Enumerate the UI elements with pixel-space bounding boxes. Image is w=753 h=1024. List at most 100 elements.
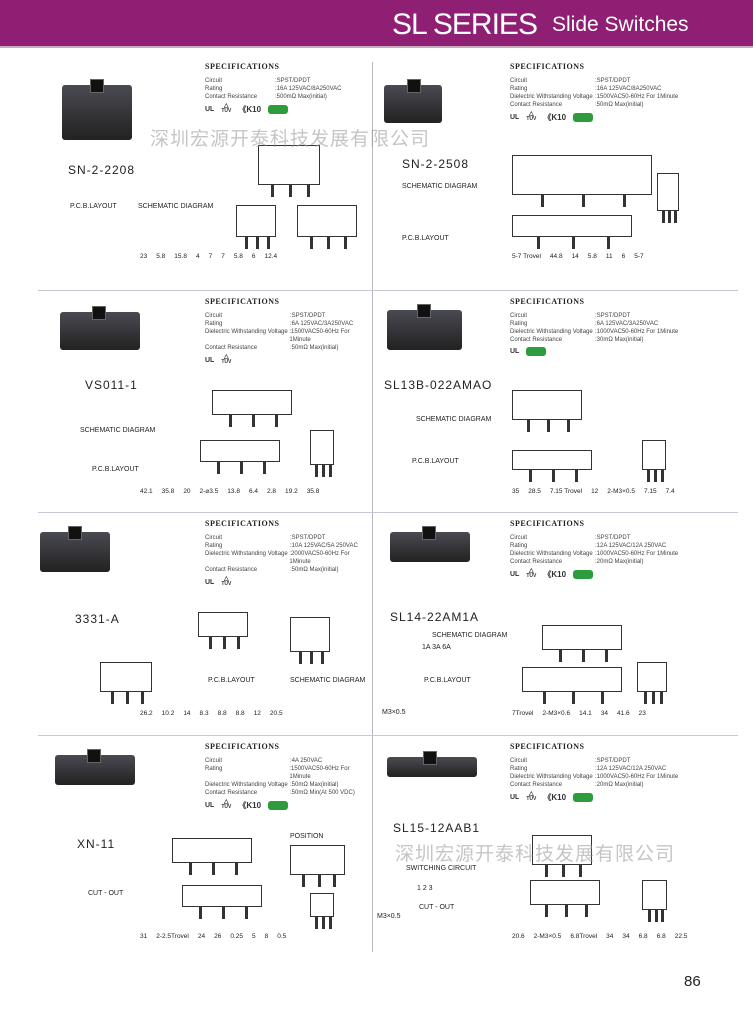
terminal-pin — [222, 907, 225, 919]
dimension-value: 35.8 — [306, 488, 320, 495]
terminal-pin — [558, 650, 562, 662]
slider-knob — [92, 306, 106, 320]
terminal-pin — [198, 907, 202, 919]
spec-row: Dielectric Withstanding Voltage:50mΩ Max… — [205, 781, 372, 789]
dimension-value: 19.2 — [285, 488, 298, 495]
diagram-label: POSITION — [290, 833, 324, 840]
diagram-label: P.C.B.LAYOUT — [70, 203, 117, 210]
terminal-pin — [660, 692, 664, 704]
dimension-value: 5.8 — [233, 253, 243, 260]
dimension-value: 10.2 — [161, 710, 175, 717]
k10-cert-icon: 《K10 — [238, 800, 262, 810]
spec-label: Rating — [205, 321, 223, 327]
spec-value: :SPST/DPDT — [290, 535, 326, 541]
dimension-value: 2-M3×0.6 — [542, 710, 571, 717]
terminal-pin — [252, 415, 255, 427]
spec-label: Contact Resistance — [205, 790, 258, 796]
certification-marks: UL△TUV — [205, 576, 372, 587]
column-divider — [372, 62, 373, 952]
spec-row: Dielectric Withstanding Voltage:1000VAC5… — [510, 550, 678, 558]
terminal-pin — [579, 865, 583, 877]
dimension-value: 8.8 — [235, 710, 245, 717]
terminal-pin — [572, 692, 575, 704]
spec-label: Circuit — [510, 313, 528, 319]
triangle-icon: △ — [224, 576, 229, 582]
spec-label: Rating — [510, 321, 528, 327]
k10-cert-text: K10 — [551, 792, 567, 802]
dimension-value: 8.8 — [217, 710, 227, 717]
dimension-value: 26 — [214, 933, 222, 940]
terminal-pin — [643, 692, 647, 704]
dimension-drawing — [182, 885, 262, 919]
spec-value: :50mΩ Max(initial) — [595, 102, 644, 108]
terminal-pin — [275, 415, 279, 427]
terminal-pin — [235, 863, 239, 875]
tuv-cert-text: TUV — [526, 796, 537, 802]
spec-label: Contact Resistance — [205, 345, 258, 351]
slider-knob — [422, 526, 436, 540]
product-photo — [390, 526, 470, 562]
dimension-value: 23 — [140, 253, 148, 260]
rohs-cert-icon — [268, 800, 289, 810]
product-name: 3331-A — [75, 612, 120, 626]
rohs-cert-icon — [268, 104, 289, 114]
ul-cert-icon: UL — [205, 801, 215, 809]
diagram-label: P.C.B.LAYOUT — [402, 235, 449, 242]
diagram-label: P.C.B.LAYOUT — [424, 677, 471, 684]
terminal-pin — [244, 237, 248, 249]
spec-value: :SPST/DPDT — [595, 78, 631, 84]
dimension-value: 6 — [621, 253, 626, 260]
spec-value: :12A 125VAC/12A 250VAC — [595, 543, 667, 549]
spec-row: Rating:16A 125VAC/8A250VAC — [510, 85, 678, 93]
product-name: SN-2-2508 — [402, 157, 470, 171]
dimension-value: 20.6 — [512, 933, 525, 940]
terminal-pin — [111, 692, 114, 704]
spec-value: :50mΩ Min(At 500 VDC) — [290, 790, 355, 796]
spec-label: Dielectric Withstanding Voltage — [510, 94, 593, 100]
terminal-pin — [605, 650, 609, 662]
spec-label: Rating — [510, 543, 528, 549]
spec-row: Dielectric Withstanding Voltage:1500VAC5… — [510, 93, 678, 101]
spec-row: Dielectric Withstanding Voltage:1000VAC5… — [510, 773, 678, 781]
spec-row: Circuit:SPST/DPDT — [205, 534, 372, 542]
dimension-value: 5-7 Trovel — [512, 253, 541, 260]
dimension-value: 8.3 — [199, 710, 209, 717]
spec-value: :SPST/DPDT — [275, 78, 311, 84]
product-name: XN-11 — [77, 837, 116, 851]
dimension-drawing — [642, 440, 666, 482]
dimension-drawing — [637, 662, 667, 704]
dimension-value: 6.8Trovel — [570, 933, 598, 940]
rohs-cert-icon — [573, 792, 594, 802]
triangle-icon: △ — [224, 354, 229, 360]
terminal-pin — [328, 917, 332, 929]
spec-row: Rating :12A 125VAC/12A 250VAC — [510, 542, 678, 550]
slider-knob — [87, 749, 101, 763]
dimension-value: 34 — [606, 933, 614, 940]
tuv-cert-text: TUV — [526, 116, 537, 122]
terminal-pin — [333, 875, 337, 887]
spec-value: :1000VAC50-60Hz For 1Minute — [595, 551, 679, 557]
diagram-label: SCHEMATIC DIAGRAM — [416, 416, 492, 423]
diagram-label: SCHEMATIC DIAGRAM — [80, 427, 156, 434]
ul-cert-icon: UL — [510, 570, 520, 578]
dimension-value: 31 — [140, 933, 148, 940]
terminal-pin — [562, 865, 565, 877]
dimension-value: 6 — [251, 253, 256, 260]
dimension-drawing — [100, 662, 152, 704]
dimension-value: 4 — [195, 253, 200, 260]
watermark: 深圳宏源开泰科技发展有限公司 — [150, 129, 431, 150]
spec-row: Contact Resistance:50mΩ Max(initial) — [205, 344, 372, 352]
tuv-cert-text: TUV — [221, 804, 232, 810]
diagram-label: SCHEMATIC DIAGRAM — [138, 203, 214, 210]
spec-label: Rating — [510, 86, 528, 92]
spec-label: Rating — [510, 766, 528, 772]
spec-row: Contact Resistance :50mΩ Min(At 500 VDC) — [205, 789, 372, 797]
triangle-icon: △ — [529, 111, 534, 117]
spec-value: :6A 125VAC/3A250VAC — [595, 321, 659, 327]
